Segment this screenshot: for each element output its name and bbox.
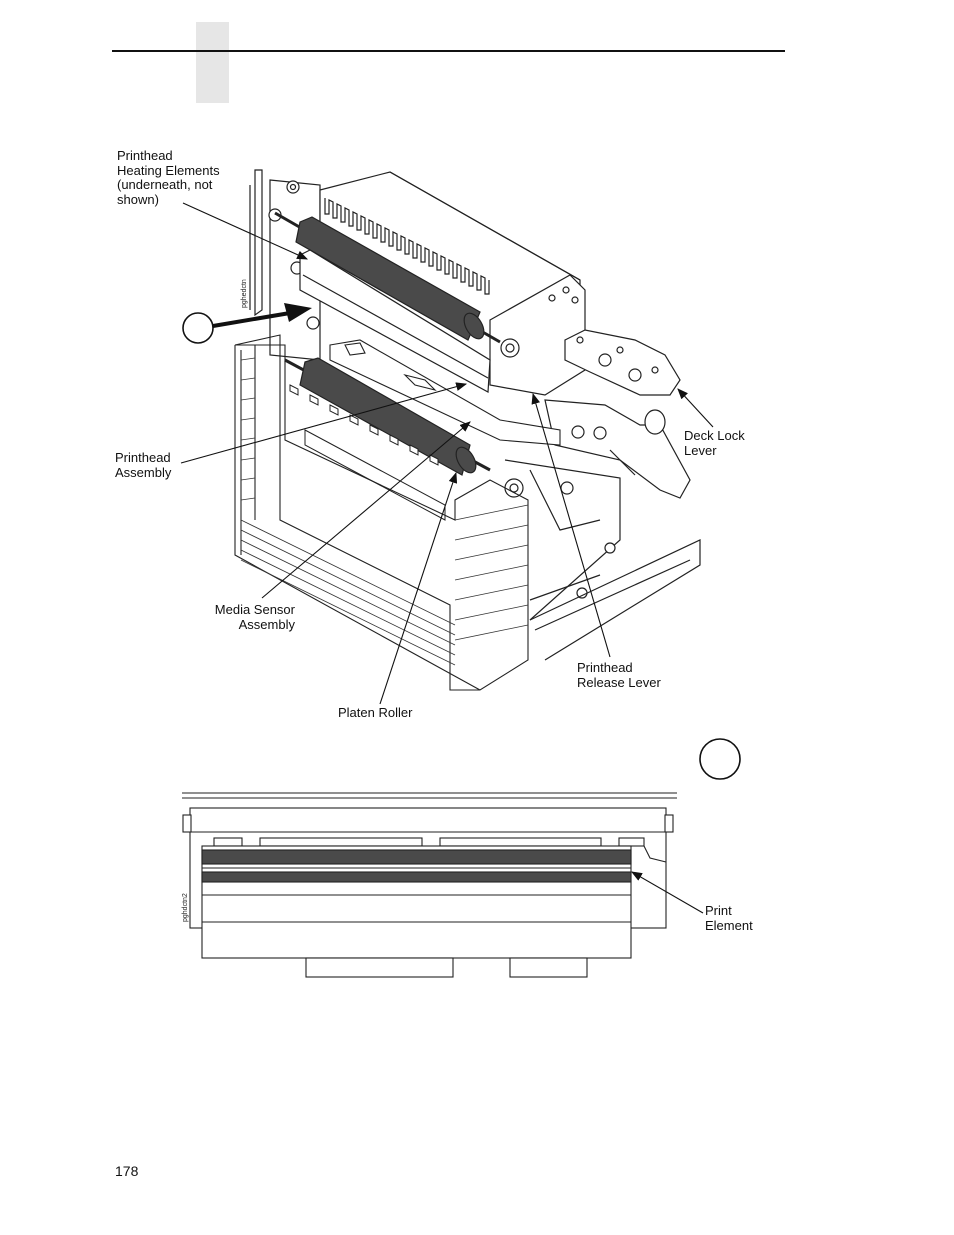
callout-circle-top	[182, 312, 214, 344]
label-printhead-assembly: Printhead Assembly	[115, 450, 172, 480]
page-number: 178	[115, 1163, 139, 1179]
upper-roller	[274, 211, 501, 344]
sensor-teeth	[289, 384, 446, 521]
figure-code-top: pghedctn	[241, 279, 248, 308]
header-tab	[196, 22, 229, 103]
front-housing	[234, 334, 529, 691]
platen-roller	[284, 357, 524, 498]
left-frame	[249, 169, 321, 361]
leader-lines-top	[180, 202, 714, 705]
base-plate	[529, 539, 701, 661]
release-mechanism	[504, 399, 691, 621]
printhead-element-drawing	[182, 792, 677, 978]
printhead-bar	[299, 249, 491, 393]
label-print-element: Print Element	[705, 903, 753, 933]
label-media-sensor: Media Sensor Assembly	[214, 602, 295, 632]
media-sensor-bar	[329, 339, 561, 446]
label-printhead-release: Printhead Release Lever	[577, 660, 661, 690]
leader-line-print-element	[631, 871, 704, 914]
header-rule	[112, 50, 785, 52]
figure-code-bottom: pghdctn2	[182, 893, 189, 922]
label-heating-elements: Printhead Heating Elements (underneath, …	[117, 148, 220, 207]
callout-circle-bottom	[699, 738, 741, 780]
label-deck-lock-lever: Deck Lock Lever	[684, 428, 745, 458]
deck-lock-lever	[564, 329, 681, 396]
label-platen-roller: Platen Roller	[338, 705, 413, 720]
housing-slats	[240, 357, 529, 666]
